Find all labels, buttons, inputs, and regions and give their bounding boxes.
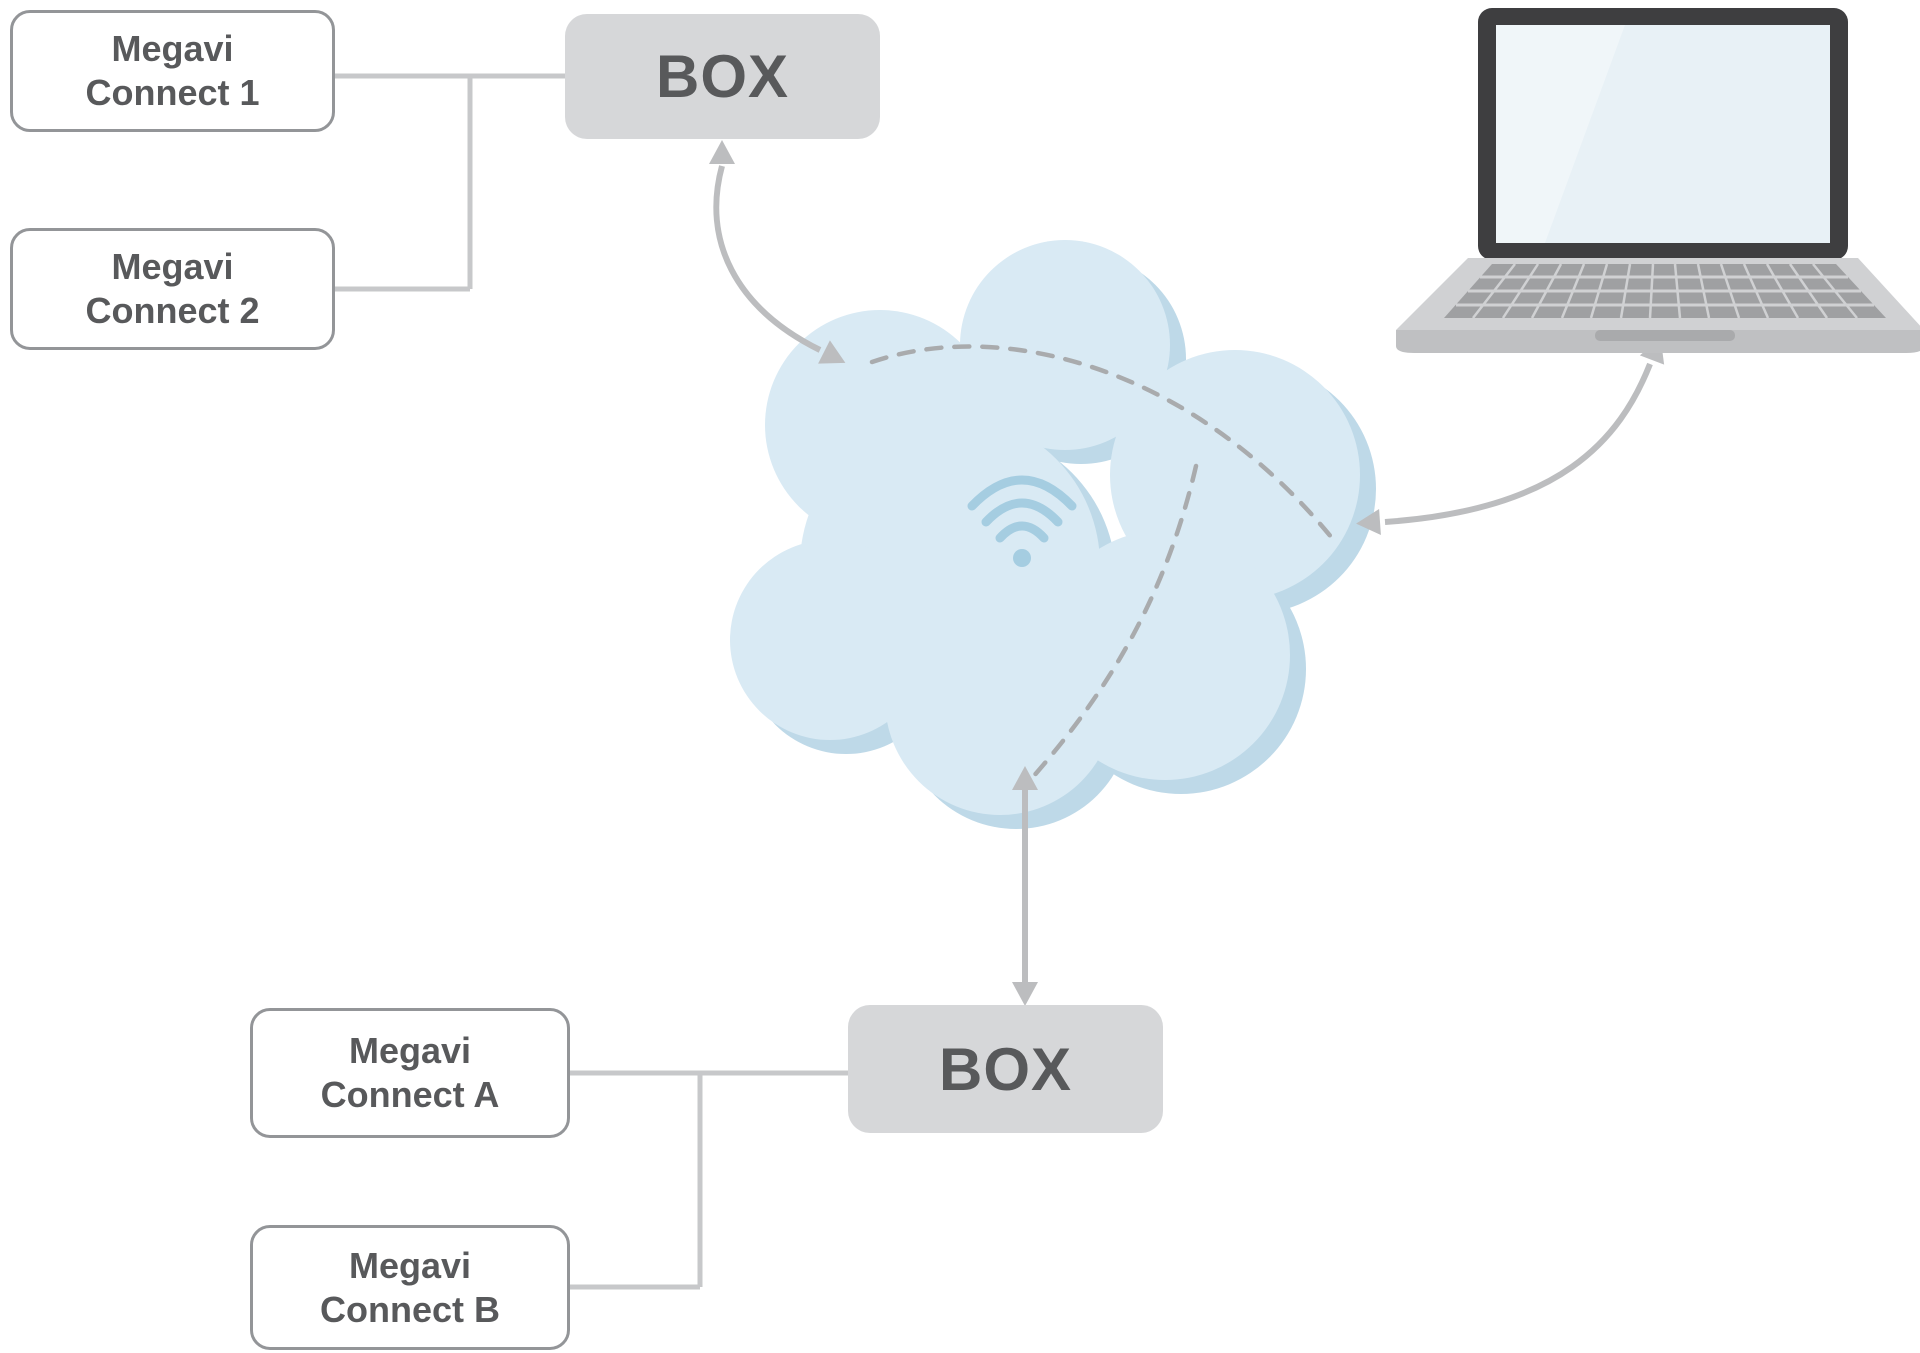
node-label-line: Megavi — [348, 1030, 472, 1072]
node-megavi-connect-2: Megavi Connect 2 — [10, 228, 335, 350]
node-label-line: Connect B — [320, 1288, 500, 1330]
box-label: BOX — [655, 43, 790, 110]
cloud-dashed-partitions — [869, 344, 1335, 781]
node-megavi-connect-b: Megavi Connect B — [250, 1225, 570, 1350]
node-megavi-connect-a: Megavi Connect A — [250, 1008, 570, 1138]
arrow-cloud-box-bottom — [1012, 766, 1038, 1006]
node-label-line: Connect 1 — [85, 72, 260, 113]
node-box-top: BOX — [565, 14, 880, 139]
arrow-laptop-cloud — [1356, 337, 1665, 535]
connector-lines-bottom — [570, 1070, 848, 1290]
node-label-line: Megavi — [111, 246, 234, 288]
node-box-bottom: BOX — [848, 1005, 1163, 1133]
arrow-box-top-cloud — [709, 140, 846, 364]
node-label-line: Connect 2 — [85, 290, 260, 331]
node-label-line: Connect A — [320, 1074, 500, 1115]
cloud-icon — [730, 240, 1360, 815]
laptop-icon — [1396, 8, 1920, 353]
connector-lines-top — [335, 73, 565, 292]
wifi-icon — [967, 475, 1077, 567]
box-label: BOX — [938, 1035, 1073, 1103]
node-label-line: Megavi — [348, 1244, 472, 1286]
node-label-line: Megavi — [111, 28, 234, 70]
node-megavi-connect-1: Megavi Connect 1 — [10, 10, 335, 132]
